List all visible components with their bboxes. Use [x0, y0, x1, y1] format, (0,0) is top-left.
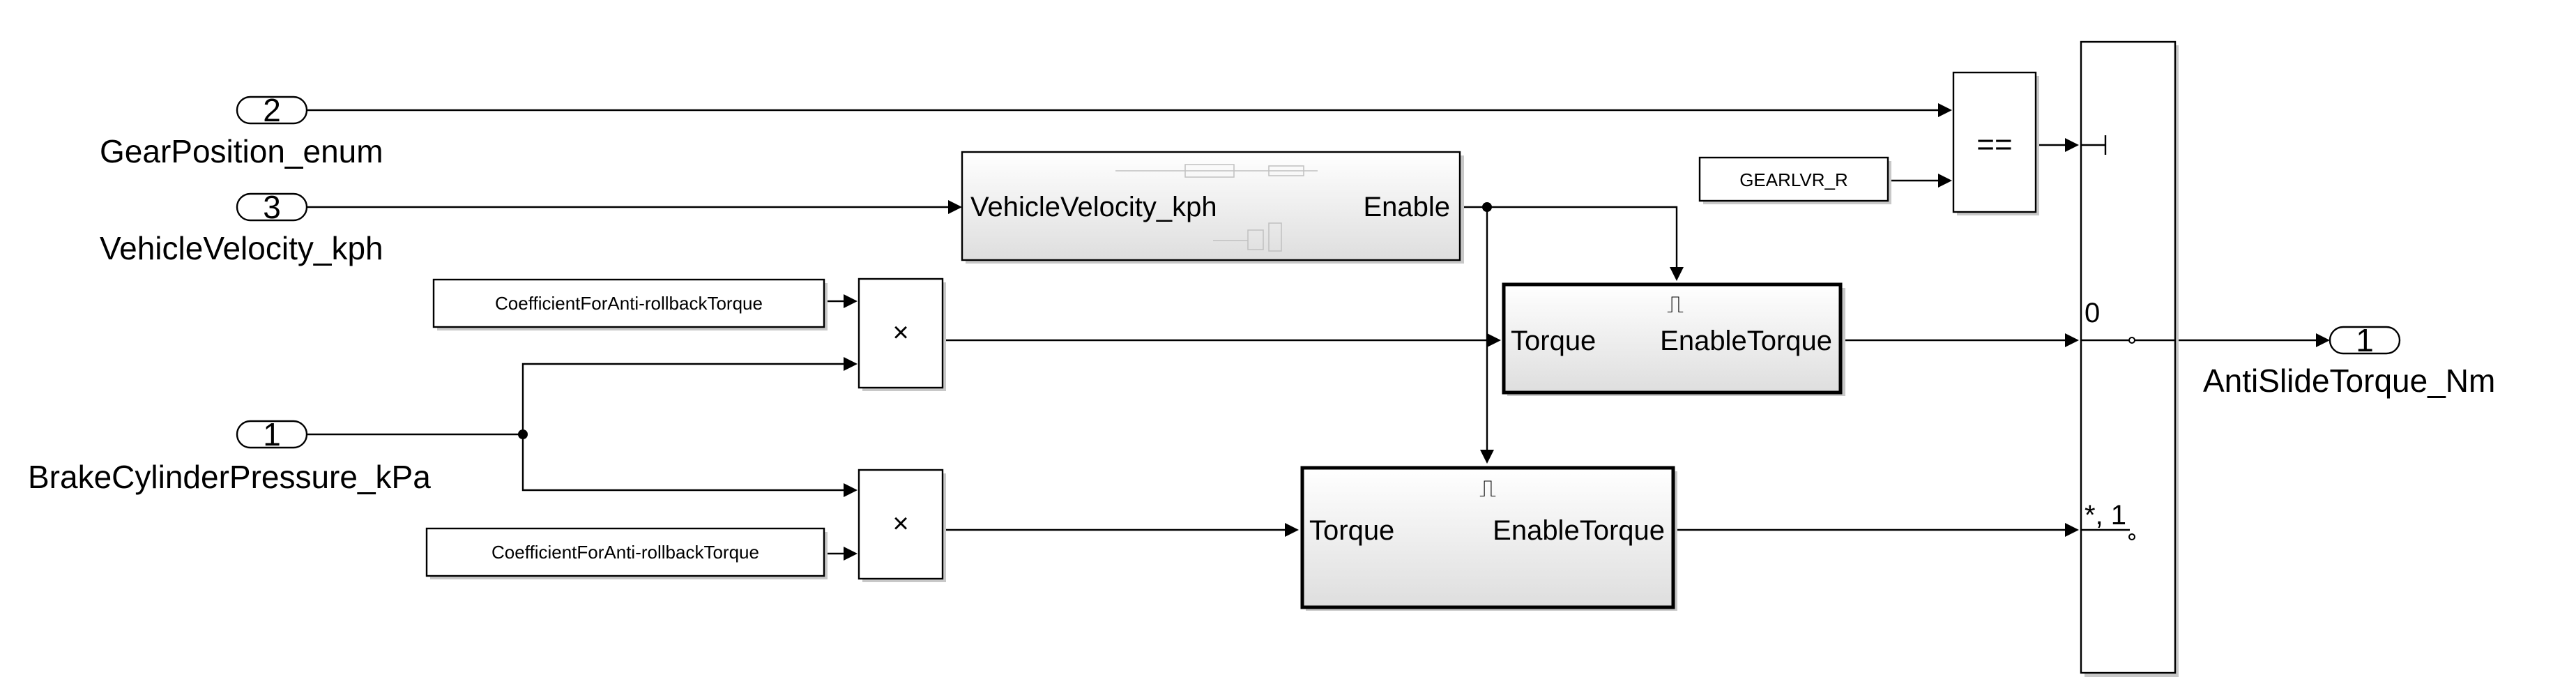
subsystem-shape [1502, 282, 1843, 395]
subsystem-output-label: EnableTorque [1660, 326, 1832, 356]
arrow-enabled-top-out [2065, 333, 2079, 347]
outport-label: AntiSlideTorque_Nm [2203, 363, 2495, 399]
branch-dot-enable [1482, 202, 1492, 212]
inport-shape [236, 192, 308, 222]
switch-port-0-label: 0 [2085, 298, 2100, 328]
inport-number: 1 [263, 416, 281, 452]
product-shape [858, 277, 944, 389]
outport-number: 1 [2356, 322, 2374, 358]
inport-label: VehicleVelocity_kph [100, 230, 383, 266]
arrow-vehicle-velocity [948, 200, 962, 214]
arrow-product-bottom-out [1285, 523, 1299, 537]
subsystem-input-label: Torque [1511, 326, 1596, 356]
product-bottom[interactable]: × [858, 469, 946, 582]
inport-label: BrakeCylinderPressure_kPa [28, 459, 431, 495]
arrow-gear-position [1938, 103, 1952, 117]
constant-label: GEARLVR_R [1739, 169, 1848, 190]
subsystem-thumbnail [1115, 164, 1318, 252]
inport-label: GearPosition_enum [100, 133, 383, 169]
subsystem-shape [1300, 466, 1675, 609]
multiport-switch[interactable]: 0 *, 1 [2080, 40, 2179, 677]
wire-brake-to-top [521, 363, 845, 434]
arrow-enable-bottom [1480, 450, 1494, 464]
arrow-brake-to-bottom [844, 483, 858, 497]
inport-brake-pressure[interactable]: 1 BrakeCylinderPressure_kPa [28, 416, 431, 495]
subsystem-shape [961, 151, 1461, 261]
enable-port-icon: ⎍ [1479, 476, 1496, 502]
enable-port-icon: ⎍ [1667, 291, 1684, 318]
arrow-coef-bottom [844, 547, 858, 561]
arrow-switch-out [2316, 333, 2330, 347]
product-shape [858, 469, 944, 580]
inport-vehicle-velocity[interactable]: 3 VehicleVelocity_kph [100, 189, 383, 266]
subsystem-output-label: EnableTorque [1493, 515, 1665, 546]
switch-port-0-dot [2128, 337, 2135, 344]
enabled-subsystem-bottom[interactable]: ⎍ Torque EnableTorque [1300, 466, 1677, 611]
switch-control-port [2081, 135, 2107, 155]
arrow-enabled-bottom-out [2065, 523, 2079, 537]
inport-shape [236, 96, 308, 125]
outport-shape [2329, 326, 2401, 355]
product-symbol: × [892, 317, 908, 348]
wire-enable-out [1460, 206, 1678, 268]
product-top[interactable]: × [858, 277, 946, 391]
inport-number: 2 [263, 92, 281, 128]
subsystem-input-label: Torque [1309, 515, 1394, 546]
arrow-enable-top [1670, 267, 1684, 281]
constant-shape [432, 278, 825, 328]
enabled-subsystem-top[interactable]: ⎍ Torque EnableTorque [1502, 282, 1845, 396]
switch-port-1-dot [2128, 533, 2135, 540]
relational-shape [1952, 71, 2037, 213]
constant-shape [425, 527, 825, 577]
branch-dot-brake [518, 429, 528, 439]
inport-gear-position[interactable]: 2 GearPosition_enum [100, 92, 383, 169]
arrow-gear-const [1938, 174, 1952, 188]
constant-label: CoefficientForAnti-rollbackTorque [491, 542, 759, 563]
relational-symbol: == [1976, 128, 2012, 162]
subsystem-output-label: Enable [1363, 192, 1450, 222]
inport-shape [236, 420, 308, 449]
arrow-relational-out [2065, 138, 2079, 152]
switch-port-1-label: *, 1 [2085, 500, 2126, 531]
relational-operator[interactable]: == [1952, 71, 2039, 215]
constant-gear-lever[interactable]: GEARLVR_R [1698, 156, 1891, 204]
constant-coef-bottom[interactable]: CoefficientForAnti-rollbackTorque [425, 527, 828, 579]
arrow-coef-top [844, 294, 858, 308]
constant-label: CoefficientForAnti-rollbackTorque [495, 293, 763, 314]
velocity-subsystem[interactable]: VehicleVelocity_kph Enable [961, 151, 1464, 264]
constant-shape [1698, 156, 1889, 202]
arrow-brake-to-top [844, 357, 858, 371]
product-symbol: × [892, 508, 908, 539]
constant-coef-top[interactable]: CoefficientForAnti-rollbackTorque [432, 278, 828, 330]
subsystem-input-label: VehicleVelocity_kph [970, 192, 1217, 222]
switch-shape [2080, 40, 2177, 674]
inport-number: 3 [263, 189, 281, 225]
arrow-product-top-out [1487, 333, 1501, 347]
outport-anti-slide-torque[interactable]: 1 AntiSlideTorque_Nm [2203, 322, 2495, 399]
wire-brake-to-bottom [521, 434, 845, 492]
